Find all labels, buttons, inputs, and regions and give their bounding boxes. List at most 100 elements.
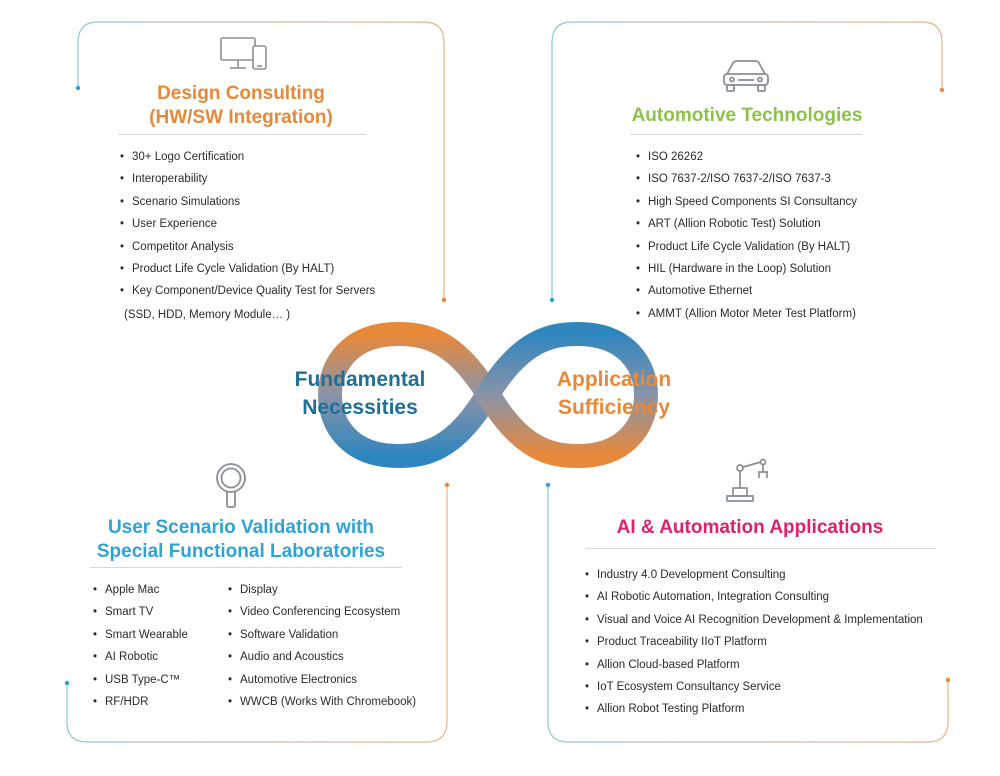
list-item: •Video Conferencing Ecosystem [228,601,416,623]
frame-top-left [77,21,445,300]
design-divider [118,134,366,135]
list-item-text: USB Type-C™ [105,673,181,686]
car-icon [723,60,769,92]
list-item-text: Automotive Ethernet [648,285,753,298]
list-item-text: WWCB (Works With Chromebook) [240,695,417,708]
list-item: • Audio and Acoustics [228,646,416,668]
list-item-text: RF/HDR [105,695,149,708]
bullet-icon: • [585,591,590,604]
user-scenario-title-line1: User Scenario Validation with [107,517,375,538]
list-item-text: Audio and Acoustics [240,651,344,664]
frame-top-right [551,21,943,300]
infinity-left-loop [317,321,500,469]
frame-bottom-left [66,485,448,743]
bullet-icon: • [228,628,233,641]
list-item-text: AI Robotic [105,651,159,664]
bullet-icon: • [93,695,98,708]
fundamental-necessities-label: Fundamental Necessities [270,366,450,422]
bullet-icon: • [93,606,98,619]
automotive-divider [630,134,862,135]
list-item-text: HIL (Hardware in the Loop) Solution [648,262,832,275]
center-right-line1: Application [556,368,672,391]
bullet-icon: • [93,651,98,664]
bullet-icon: • [636,218,641,231]
bullet-icon: • [120,218,125,231]
list-item: • Automotive Electronics [228,669,416,691]
list-item: •Automotive Ethernet [636,280,857,302]
bullet-icon: • [228,584,233,596]
list-item: •High Speed Components SI Consultancy [636,191,857,213]
list-item-text: Visual and Voice AI Recognition Developm… [597,613,923,626]
list-item: • ISO 26262 [636,146,857,168]
list-item-text: Industry 4.0 Development Consulting [597,569,786,581]
design-title-line1: Design Consulting [157,83,325,104]
list-item-text: Smart TV [105,606,154,619]
bullet-icon: • [228,673,233,686]
design-list-continuation: (SSD, HDD, Memory Module… ) [124,309,291,321]
bullet-icon: • [585,703,590,716]
list-item: • Smart TV [93,601,188,623]
bullet-icon: • [585,680,590,693]
list-item-text: Allion Robot Testing Platform [597,703,745,716]
list-item: •Key Component/Device Quality Test for S… [120,280,375,302]
list-item: •AMMT (Allion Motor Meter Test Platform) [636,303,857,325]
list-item: • AI Robotic [93,646,188,668]
list-item: •Display [228,579,416,601]
application-sufficiency-label: Application Sufficiency [524,366,704,422]
center-left-line2: Necessities [302,396,418,419]
bullet-icon: • [636,240,641,253]
list-item-text: ART (Allion Robotic Test) Solution [648,218,821,231]
bullet-icon: • [636,173,641,186]
bullet-icon: • [636,151,641,163]
bullet-icon: • [120,262,125,275]
bullet-icon: • [585,613,590,626]
list-item: •Apple Mac [93,579,188,601]
list-item: • ART (Allion Robotic Test) Solution [636,213,857,235]
robot-arm-icon [726,458,768,502]
list-item: • Allion Robot Testing Platform [585,698,923,720]
list-item-text: IoT Ecosystem Consultancy Service [597,680,781,693]
bullet-icon: • [228,695,233,708]
automotive-list: • ISO 26262 • ISO 7637-2/ISO 7637-2/ISO 763… [636,146,857,325]
list-item-text: Video Conferencing Ecosystem [240,606,401,619]
ai-list: •Industry 4.0 Development Consulting•AI … [585,564,923,721]
list-item: • USB Type-C™ [93,669,188,691]
center-right-line2: Sufficiency [557,396,671,419]
list-item: • WWCB (Works With Chromebook) [228,691,416,713]
list-item: •Industry 4.0 Development Consulting [585,564,923,586]
list-item-text: ISO 7637-2/ISO 7637-2/ISO 7637-3 [648,173,831,186]
list-item: •30+ Logo Certification [120,146,375,168]
list-item: •Product Traceability IIoT Platform [585,631,923,653]
user-scenario-list-col1: •Apple Mac•Smart TV•Smart Wearable•AI Ro… [93,579,188,713]
bullet-icon: • [585,636,590,649]
list-item: •HIL (Hardware in the Loop) Solution [636,258,857,280]
bullet-icon: • [120,195,125,208]
user-scenario-list-col2: •Display•Video Conferencing Ecosystem•So… [228,579,416,713]
list-item-text: Apple Mac [105,584,160,596]
list-item: •Allion Cloud-based Platform [585,654,923,676]
list-item: • Software Validation [228,624,416,646]
frame-bottom-right [547,485,949,743]
automotive-title: Automotive Technologies [631,105,863,126]
user-scenario-title: User Scenario Validation with Special Fu… [80,516,402,564]
list-item: •Competitor Analysis [120,236,375,258]
list-item-text: Automotive Electronics [240,673,357,686]
design-title-line2: (HW/SW Integration) [149,107,333,128]
list-item-text: Scenario Simulations [132,195,241,208]
list-item: •Product Life Cycle Validation (By HALT) [120,258,375,280]
list-item-text: ISO 26262 [648,151,703,163]
list-item: •Interoperability [120,168,375,190]
bullet-icon: • [93,628,98,641]
design-consulting-title: Design Consulting (HW/SW Integration) [110,82,372,130]
desktop-and-phone-icon [220,37,267,70]
bullet-icon: • [120,285,125,298]
list-item-text: Software Validation [240,628,339,641]
list-item-text: Competitor Analysis [132,240,234,253]
bullet-icon: • [228,651,233,664]
list-item-text: User Experience [132,218,218,231]
ai-automation-title: AI & Automation Applications [616,517,884,538]
bullet-icon: • [93,673,98,686]
list-item-text: Product Life Cycle Validation (By HALT) [648,240,851,253]
